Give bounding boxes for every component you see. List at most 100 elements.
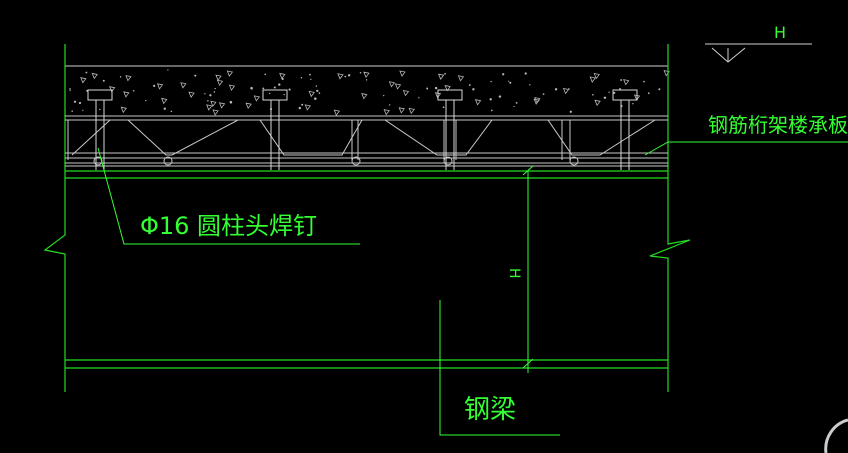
stud-leader-line (97, 147, 360, 245)
aggregate-dot (78, 101, 82, 105)
deck-label: 钢筋桁架楼承板 (708, 113, 848, 137)
aggregate-dot (229, 100, 233, 104)
aggregate-dot (310, 78, 312, 81)
aggregate-dot (132, 90, 135, 92)
aggregate-dot (513, 105, 515, 108)
aggregate-dot (359, 71, 362, 74)
aggregate-dot (300, 76, 303, 79)
aggregate-dot (207, 100, 209, 102)
aggregate-dot (562, 87, 570, 95)
aggregate-dot (388, 104, 391, 106)
aggregate-dot (592, 94, 594, 96)
aggregate-dot (434, 86, 438, 90)
aggregate-dot (212, 109, 219, 116)
aggregate-dot (278, 83, 281, 86)
aggregate-dot (215, 74, 222, 81)
aggregate-dot (316, 89, 319, 93)
aggregate-dot (119, 76, 122, 78)
aggregate-dot (569, 110, 572, 113)
aggregate-dot (365, 79, 368, 81)
aggregate-dot (69, 89, 71, 92)
aggregate-dot (309, 73, 311, 76)
aggregate-dot (438, 73, 445, 80)
level-symbol-label: H (774, 23, 786, 42)
aggregate-dot (250, 86, 253, 90)
aggregate-dot (69, 88, 71, 90)
aggregate-dot (216, 79, 224, 87)
beam-label: 钢梁 (464, 395, 516, 425)
aggregate-dot (315, 85, 318, 87)
aggregate-dot (533, 98, 540, 105)
aggregate-dot (228, 84, 236, 91)
aggregate-dot (554, 88, 558, 91)
aggregate-dot (399, 70, 406, 77)
stud-head (87, 89, 113, 101)
aggregate-dot (408, 107, 415, 115)
aggregate-dot (398, 107, 405, 114)
aggregate-dot (218, 102, 226, 109)
aggregate-dot (73, 100, 77, 103)
aggregate-dot (314, 97, 317, 100)
aggregate-dot (363, 71, 370, 78)
stud-head (437, 89, 463, 101)
height-label: H (506, 268, 522, 279)
aggregate-dot (161, 97, 168, 105)
aggregate-dot (603, 96, 607, 100)
aggregate-dot (206, 104, 213, 111)
aggregate-dot (301, 103, 304, 106)
aggregate-dot (308, 90, 315, 98)
aggregate-dot (347, 74, 351, 77)
aggregate-dot (91, 72, 98, 80)
aggregate-dot (542, 93, 545, 95)
corner-arc-artifact (824, 418, 848, 453)
aggregate-dot (283, 93, 285, 96)
aggregate-dot (337, 73, 344, 80)
aggregate-dot (388, 81, 396, 88)
aggregate-dot (163, 107, 166, 110)
shear-stud (437, 89, 463, 170)
aggregate-dot (643, 80, 645, 83)
aggregate-dot (213, 91, 216, 93)
aggregate-dot (269, 92, 271, 95)
beam-outline (43, 44, 691, 392)
aggregate-dot (180, 82, 187, 89)
aggregate-dot (264, 73, 267, 76)
aggregate-dot (623, 79, 630, 86)
aggregate-dot (120, 106, 127, 114)
aggregate-dot (444, 85, 451, 92)
aggregate-dot (333, 109, 341, 116)
stud-head (262, 89, 288, 101)
aggregate-dot (468, 84, 471, 86)
rebar-circle (443, 156, 453, 166)
truss-verticals (67, 120, 571, 160)
aggregate-dot (71, 110, 73, 112)
aggregate-dot (442, 106, 445, 109)
aggregate-dot (145, 99, 147, 102)
aggregate-dot (99, 108, 101, 111)
aggregate-dot (123, 91, 130, 98)
shear-stud (262, 89, 288, 170)
aggregate-dot (109, 86, 116, 93)
aggregate-dot (298, 106, 302, 110)
beam-leader-line (439, 300, 560, 436)
aggregate-dot (457, 75, 465, 82)
aggregate-dot (209, 94, 212, 97)
aggregate-dot (489, 98, 492, 101)
aggregate-dot (594, 99, 601, 107)
aggregate-dot (593, 72, 600, 80)
aggregate-dot (167, 69, 169, 71)
aggregate-dot (658, 88, 661, 91)
aggregate-dot (188, 91, 195, 98)
dimension-tick-bottom (522, 358, 534, 369)
aggregate-dot (226, 70, 234, 77)
stud-head (612, 89, 638, 101)
aggregate-dot (273, 86, 276, 89)
right-break-edge (649, 44, 691, 392)
aggregate-dot (426, 87, 429, 90)
aggregate-dot (613, 91, 616, 94)
truss-deck (65, 115, 668, 167)
aggregate-dot (490, 109, 493, 112)
aggregate-dot (304, 104, 311, 111)
aggregate-dot (253, 95, 261, 102)
aggregate-dot (383, 94, 385, 97)
